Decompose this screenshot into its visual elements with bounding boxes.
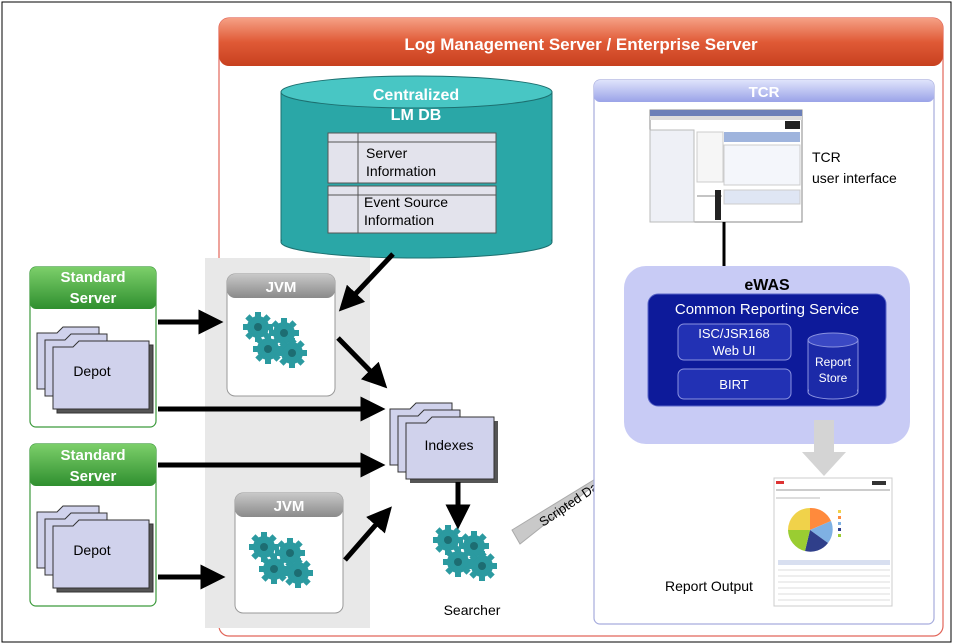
header-bar bbox=[219, 18, 943, 66]
server2-title-line1: Standard bbox=[60, 447, 125, 464]
db-title-line1: Centralized bbox=[373, 87, 459, 104]
tcr-ui-line2: user interface bbox=[812, 170, 897, 186]
report-output-thumbnail bbox=[773, 477, 893, 607]
report-output-label: Report Output bbox=[665, 578, 753, 594]
server1-title-line2: Server bbox=[70, 290, 117, 307]
isc-webui-box bbox=[677, 323, 792, 361]
report-store-line1: Report bbox=[815, 355, 852, 369]
depot-1-docs bbox=[36, 326, 154, 414]
report-store-cylinder bbox=[807, 332, 859, 400]
depot-2-docs bbox=[36, 505, 154, 593]
tcr-title: TCR bbox=[749, 84, 780, 101]
event-source-line1: Event Source bbox=[364, 194, 448, 210]
flow-arrows bbox=[158, 252, 471, 590]
searcher-gears-icon bbox=[433, 525, 497, 581]
server-info-line1: Server bbox=[366, 145, 408, 161]
isc-line2: Web UI bbox=[712, 343, 755, 358]
searcher-label: Searcher bbox=[444, 602, 501, 618]
report-output-arrow bbox=[802, 420, 846, 476]
birt-box bbox=[677, 368, 792, 400]
server2-title-line2: Server bbox=[70, 468, 117, 485]
indexes-label: Indexes bbox=[424, 437, 473, 453]
db-title-line2: LM DB bbox=[391, 107, 442, 124]
birt-label: BIRT bbox=[719, 377, 748, 392]
indexes-docs bbox=[389, 402, 498, 483]
event-source-line2: Information bbox=[364, 212, 434, 228]
jvm-1-label: JVM bbox=[266, 279, 297, 296]
ewas-title: eWAS bbox=[744, 277, 790, 294]
server-info-line2: Information bbox=[366, 163, 436, 179]
server1-title-line1: Standard bbox=[60, 269, 125, 286]
header-title: Log Management Server / Enterprise Serve… bbox=[404, 35, 758, 54]
tcr-ui-screenshot bbox=[649, 109, 803, 223]
event-source-information-table bbox=[327, 185, 497, 234]
depot-1-label: Depot bbox=[73, 363, 110, 379]
tcr-ui-line1: TCR bbox=[812, 149, 841, 165]
jvm-2-label: JVM bbox=[274, 498, 305, 515]
isc-line1: ISC/JSR168 bbox=[698, 326, 770, 341]
depot-2-label: Depot bbox=[73, 542, 110, 558]
tcr-header bbox=[594, 80, 934, 102]
report-store-line2: Store bbox=[819, 371, 848, 385]
server-information-table bbox=[327, 132, 497, 184]
crs-title: Common Reporting Service bbox=[675, 301, 859, 318]
